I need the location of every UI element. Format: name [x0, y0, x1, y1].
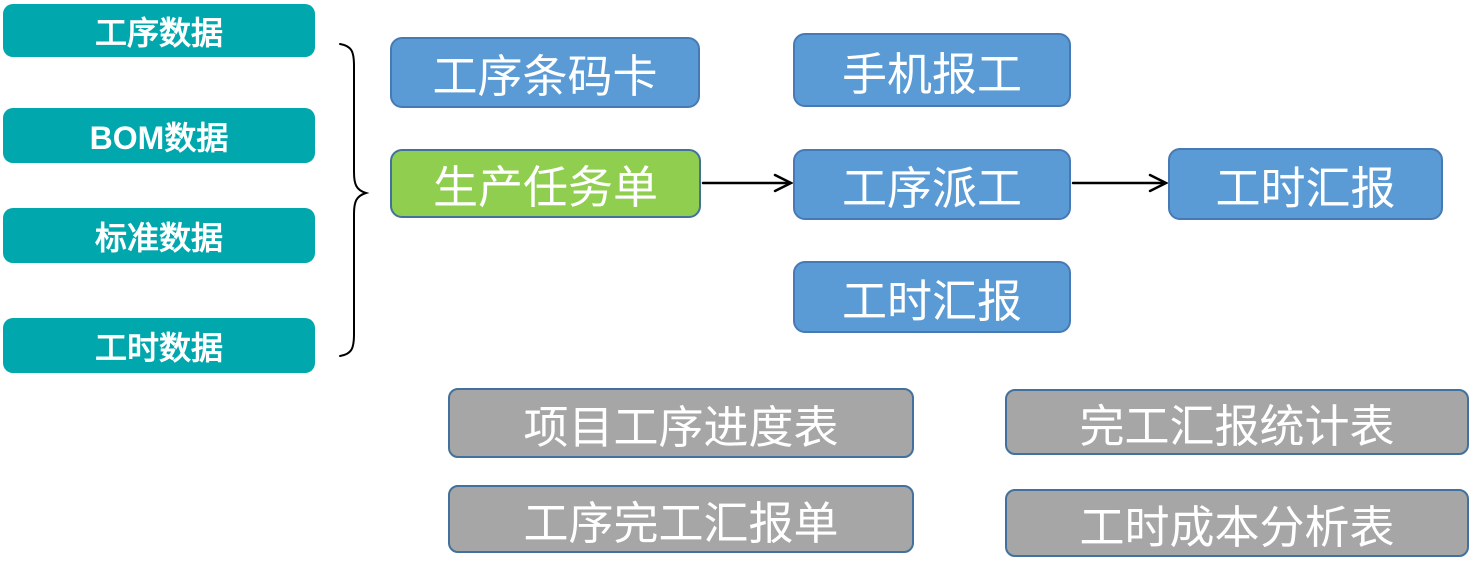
node-process-dispatch: 工序派工: [793, 149, 1071, 220]
node-project-process-progress-report: 项目工序进度表: [448, 388, 914, 458]
node-bom-data: BOM数据: [3, 108, 315, 163]
node-completion-report-statistics: 完工汇报统计表: [1005, 389, 1469, 455]
node-mobile-report: 手机报工: [793, 33, 1071, 107]
curly-brace: [339, 43, 370, 357]
node-production-task: 生产任务单: [390, 149, 701, 218]
node-standard-data: 标准数据: [3, 208, 315, 263]
arrow-dispatch-to-report: [1071, 173, 1169, 193]
node-hours-report-final: 工时汇报: [1168, 148, 1443, 220]
node-hours-report-middle: 工时汇报: [793, 261, 1071, 333]
node-hours-cost-analysis: 工时成本分析表: [1005, 489, 1469, 557]
node-process-data: 工序数据: [3, 4, 315, 57]
node-process-completion-report: 工序完工汇报单: [448, 485, 914, 553]
node-barcode-card: 工序条码卡: [390, 37, 700, 108]
node-hours-data: 工时数据: [3, 318, 315, 373]
arrow-task-to-dispatch: [701, 173, 794, 193]
